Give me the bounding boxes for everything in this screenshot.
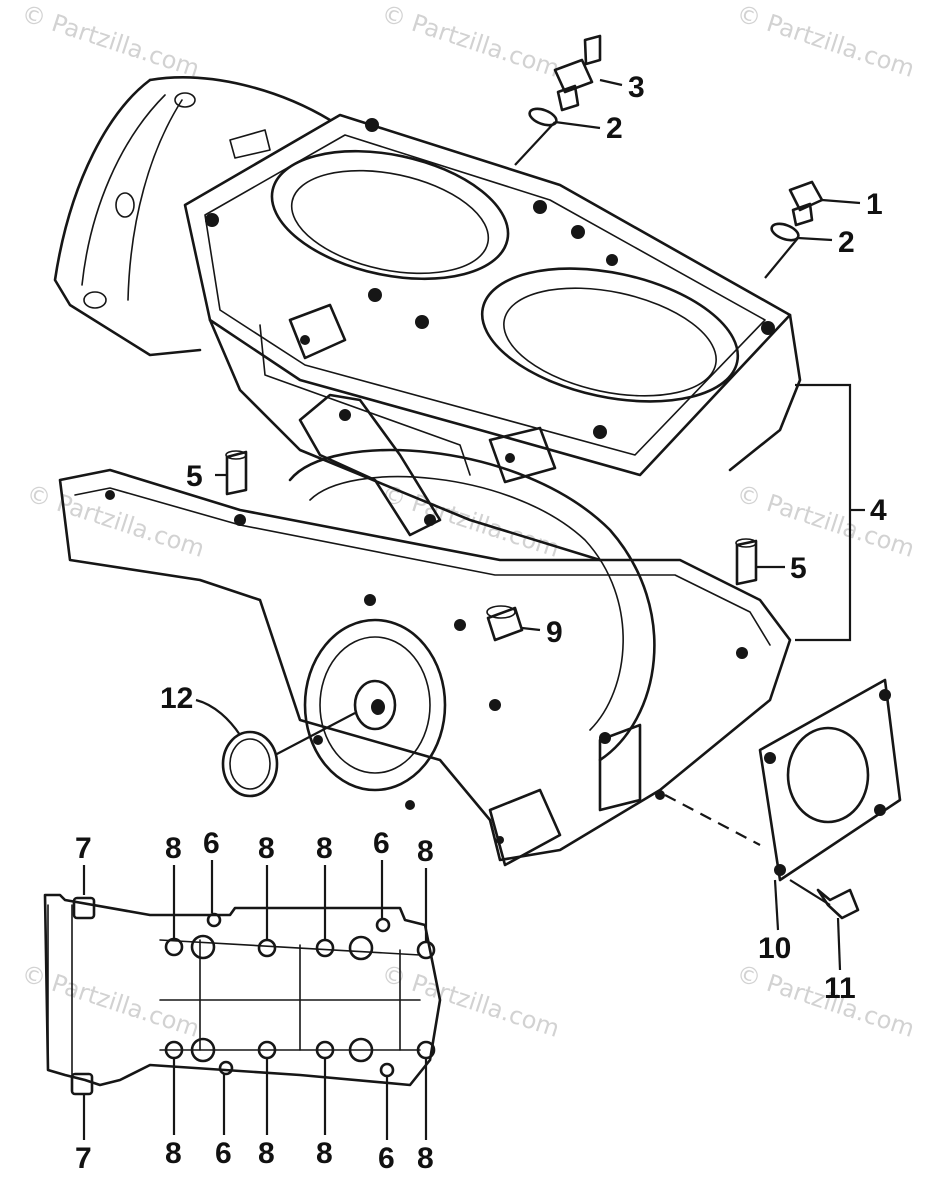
- watermark-top-center: © Partzilla.com: [378, 0, 563, 83]
- callout-8-top-3: 8: [316, 832, 333, 865]
- callout-3: 3: [628, 71, 645, 104]
- part-1-plug: [788, 180, 824, 227]
- crankcase-lower-half: [58, 448, 792, 867]
- watermark-top-left: © Partzilla.com: [18, 0, 203, 83]
- callout-8-bottom-1: 8: [165, 1137, 182, 1170]
- callout-2-right: 2: [838, 226, 855, 259]
- callout-7-bottom: 7: [75, 1142, 92, 1175]
- callout-5-left: 5: [186, 460, 203, 493]
- callout-8-bottom-4: 8: [417, 1142, 434, 1175]
- callout-8-top-1: 8: [165, 832, 182, 865]
- part-9-bushing: [486, 605, 524, 642]
- watermark-low-center: © Partzilla.com: [378, 959, 563, 1043]
- callout-8-bottom-2: 8: [258, 1137, 275, 1170]
- callout-2-top: 2: [606, 112, 623, 145]
- callout-7-top: 7: [75, 832, 92, 865]
- part-2-washer-right: [770, 222, 800, 242]
- part-10-gasket: [758, 678, 902, 882]
- leader-lines: [82, 78, 865, 1140]
- callout-6-bottom-2: 6: [378, 1142, 395, 1175]
- watermark-top-right: © Partzilla.com: [733, 0, 918, 83]
- callout-9: 9: [546, 616, 563, 649]
- callout-4: 4: [870, 494, 887, 527]
- watermark-mid-right: © Partzilla.com: [733, 479, 918, 563]
- callout-8-top-4: 8: [417, 835, 434, 868]
- callouts: 1 2 2 3 4 5 5 9 12 10 11 7 8 6 8 8 6 8 7…: [75, 71, 887, 1175]
- callout-12: 12: [160, 682, 193, 715]
- part-2-washer-top: [528, 107, 558, 127]
- callout-1: 1: [866, 188, 883, 221]
- callout-6-top-1: 6: [203, 827, 220, 860]
- callout-8-bottom-3: 8: [316, 1137, 333, 1170]
- part-5-dowel-left: [225, 450, 248, 496]
- callout-11: 11: [824, 972, 856, 1005]
- callout-10: 10: [758, 932, 791, 965]
- callout-6-bottom-1: 6: [215, 1137, 232, 1170]
- part-12-snap-ring: [221, 730, 279, 798]
- part-11-screw: [816, 888, 860, 920]
- part-3-drain-fitting: [553, 34, 602, 112]
- part-5-dowel-right: [735, 538, 758, 586]
- callout-8-top-2: 8: [258, 832, 275, 865]
- callout-6-top-2: 6: [373, 827, 390, 860]
- callout-5-right: 5: [790, 552, 807, 585]
